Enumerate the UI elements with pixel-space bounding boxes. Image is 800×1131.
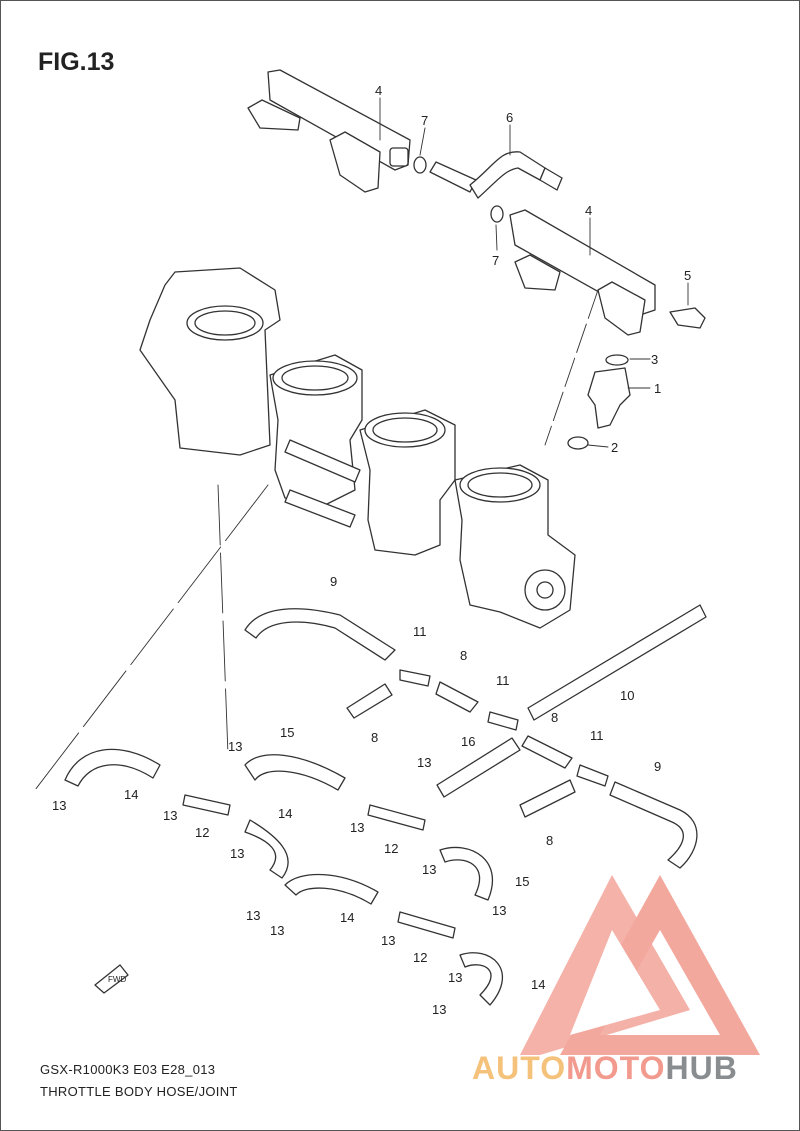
fwd-arrow — [94, 964, 129, 994]
joint-11-b — [487, 711, 519, 731]
watermark-moto: MOTO — [566, 1050, 666, 1086]
fuel-pipe — [429, 151, 563, 199]
callout-13-d: 13 — [163, 808, 177, 823]
callout-2: 2 — [611, 440, 618, 455]
hose-9-left — [244, 608, 396, 661]
callout-14-d: 14 — [531, 977, 545, 992]
callout-13-b: 13 — [417, 755, 431, 770]
o-ring-upper — [413, 156, 427, 174]
callout-1: 1 — [654, 381, 661, 396]
watermark-auto: AUTO — [472, 1050, 567, 1086]
hose-14-a — [64, 748, 161, 787]
injector-cushion-lower — [567, 436, 589, 450]
callout-13-g: 13 — [422, 862, 436, 877]
section-title: THROTTLE BODY HOSE/JOINT — [40, 1084, 238, 1099]
callout-3: 3 — [651, 352, 658, 367]
callout-11-a: 11 — [413, 624, 427, 639]
callout-13-c: 13 — [52, 798, 66, 813]
callout-13-m: 13 — [432, 1002, 446, 1017]
watermark-hub: HUB — [665, 1050, 738, 1086]
callout-10: 10 — [620, 688, 634, 703]
callout-13-a: 13 — [228, 739, 242, 754]
callout-8-d: 8 — [546, 833, 553, 848]
model-code: GSX-R1000K3 E03 E28_013 — [40, 1062, 216, 1077]
hose-14-b — [244, 819, 289, 879]
hose-16 — [436, 737, 521, 798]
callout-7-upper: 7 — [421, 113, 428, 128]
figure-title: FIG.13 — [38, 48, 115, 76]
hose-14-c — [284, 873, 379, 905]
fuel-rail-upper — [247, 69, 411, 193]
watermark-logo — [520, 875, 760, 1055]
hose-15-a — [244, 754, 346, 791]
callout-13-h: 13 — [246, 908, 260, 923]
fuel-injector — [587, 367, 631, 429]
callout-9-right: 9 — [654, 759, 661, 774]
joint-12-c — [397, 911, 456, 939]
hose-set — [64, 604, 707, 1006]
callout-8-b: 8 — [371, 730, 378, 745]
callout-12-b: 12 — [384, 841, 398, 856]
callout-13-j: 13 — [270, 923, 284, 938]
joint-11-a — [399, 669, 431, 687]
callout-7-lower: 7 — [492, 253, 499, 268]
callout-13-k: 13 — [381, 933, 395, 948]
callout-8-a: 8 — [460, 648, 467, 663]
fuel-rail-lower — [509, 209, 656, 336]
throttle-body-assembly — [139, 267, 576, 629]
callout-12-c: 12 — [413, 950, 427, 965]
joint-12-b — [367, 804, 426, 831]
callout-15-b: 15 — [515, 874, 529, 889]
callout-6: 6 — [506, 110, 513, 125]
joint-11-c — [576, 764, 609, 787]
callout-11-c: 11 — [590, 728, 604, 743]
hose-8-a — [435, 681, 479, 713]
leader-lines — [34, 97, 689, 791]
hose-8-d — [519, 779, 576, 818]
hose-8-b — [346, 683, 393, 719]
bolt — [669, 307, 706, 329]
callout-14-c: 14 — [340, 910, 354, 925]
fwd-label: FWD — [108, 975, 126, 984]
callout-14-a: 14 — [124, 787, 138, 802]
callout-15-a: 15 — [280, 725, 294, 740]
callout-13-i: 13 — [492, 903, 506, 918]
hose-10 — [527, 604, 707, 721]
callout-5: 5 — [684, 268, 691, 283]
hose-8-c — [521, 735, 573, 769]
callout-16: 16 — [461, 734, 475, 749]
joint-12-a — [182, 794, 231, 816]
callout-13-l: 13 — [448, 970, 462, 985]
hose-15-b — [439, 846, 494, 901]
injector-cushion-upper — [605, 354, 629, 366]
callout-12-a: 12 — [195, 825, 209, 840]
callout-13-e: 13 — [350, 820, 364, 835]
hose-9-right — [609, 781, 698, 869]
watermark-wordmark: AUTOMOTOHUB — [472, 1050, 738, 1087]
hose-14-d — [459, 952, 504, 1006]
o-ring-lower — [490, 205, 504, 223]
callout-13-f: 13 — [230, 846, 244, 861]
callout-4-upper: 4 — [375, 83, 382, 98]
callout-14-b: 14 — [278, 806, 292, 821]
callout-8-c: 8 — [551, 710, 558, 725]
callout-9-left: 9 — [330, 574, 337, 589]
callout-4-lower: 4 — [585, 203, 592, 218]
callout-11-b: 11 — [496, 673, 510, 688]
